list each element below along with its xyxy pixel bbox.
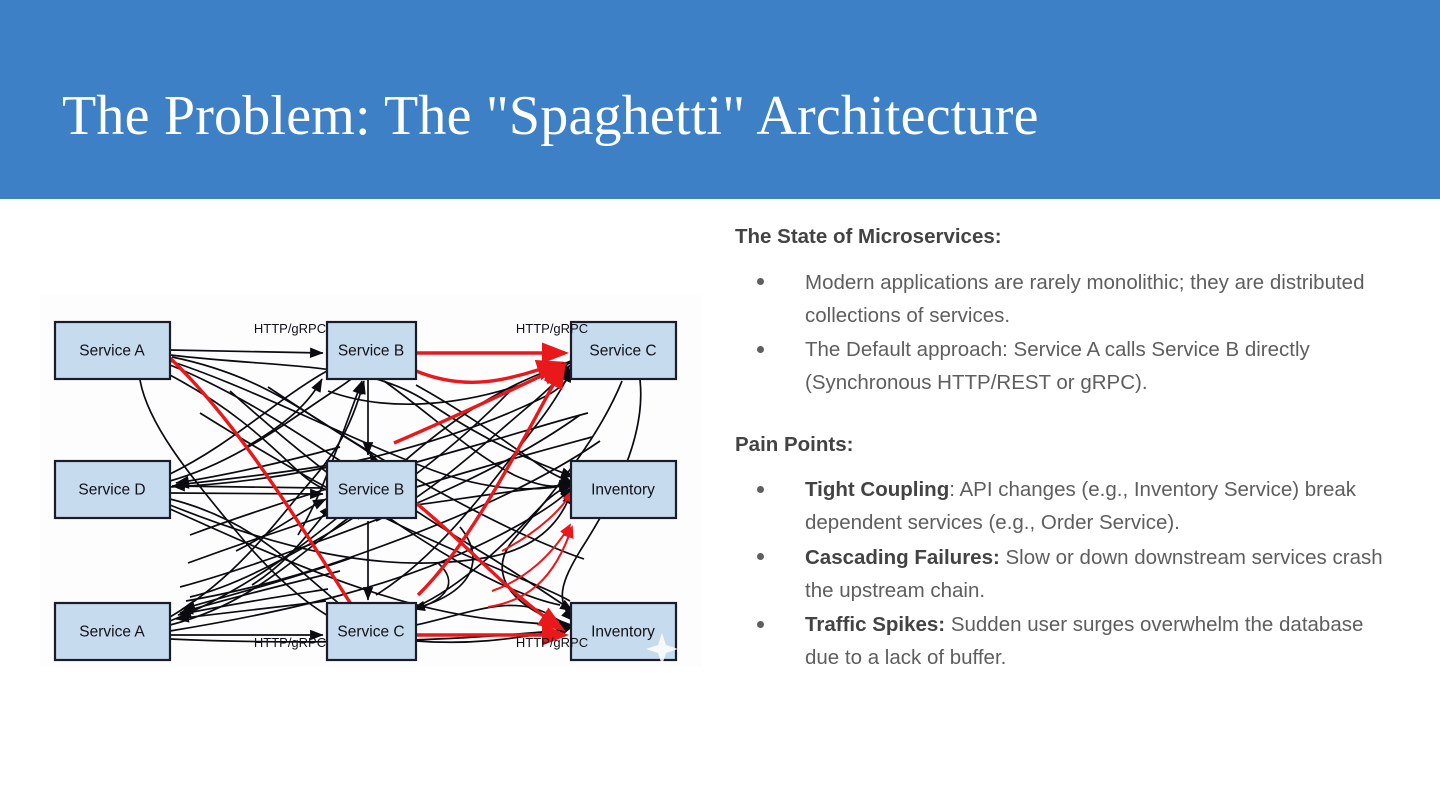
node-label: Service C: [589, 343, 656, 360]
node-service-c-top[interactable]: Service C: [569, 320, 678, 381]
node-service-a-top[interactable]: Service A: [53, 320, 172, 381]
list-item-text: : API changes (e.g., Inventory Service) …: [805, 478, 1357, 535]
node-label: Inventory: [591, 624, 655, 641]
node-inventory-mid[interactable]: Inventory: [569, 459, 678, 520]
bullet-dot-icon: [757, 345, 764, 353]
node-service-c-bottom[interactable]: Service C: [325, 601, 418, 662]
list-item-lead: Tight Coupling: [805, 478, 950, 502]
sparkle-icon: [646, 633, 678, 665]
page-title: The Problem: The "Spaghetti" Architectur…: [62, 85, 1039, 147]
section-heading-state-of-microservices: The State of Microservices:: [735, 225, 1002, 248]
spaghetti-diagram-svg: Service A Service B Service C Service D …: [40, 295, 702, 667]
list-item: Cascading Failures: Slow or down downstr…: [735, 541, 1395, 607]
edge-label-http-grpc: HTTP/gRPC: [516, 635, 588, 650]
node-service-b-mid[interactable]: Service B: [325, 459, 418, 520]
list-item-text: The Default approach: Service A calls Se…: [805, 338, 1310, 395]
node-label: Service B: [338, 482, 404, 499]
node-label: Service A: [79, 624, 145, 641]
edge-label-http-grpc: HTTP/gRPC: [516, 321, 588, 336]
diagram-edges-red: [168, 342, 574, 646]
bullet-dot-icon: [757, 553, 764, 561]
edge-label-http-grpc: HTTP/gRPC: [254, 635, 326, 650]
content-column: The State of Microservices: Modern appli…: [735, 222, 1395, 675]
list-item-lead: Traffic Spikes:: [805, 613, 946, 637]
node-label: Inventory: [591, 482, 655, 499]
node-label: Service D: [78, 482, 145, 499]
node-label: Service B: [338, 343, 404, 360]
list-item: Modern applications are rarely monolithi…: [735, 266, 1395, 332]
bullet-list-pain-points: Tight Coupling: API changes (e.g., Inven…: [735, 473, 1395, 674]
node-service-d-mid[interactable]: Service D: [53, 459, 172, 520]
edge-label-http-grpc: HTTP/gRPC: [254, 321, 326, 336]
node-service-a-bottom[interactable]: Service A: [53, 601, 172, 662]
list-item-text: Modern applications are rarely monolithi…: [805, 270, 1365, 327]
list-item-text: Sudden user surges overwhelm the databas…: [805, 613, 1364, 670]
list-item: Traffic Spikes: Sudden user surges overw…: [735, 608, 1395, 674]
title-header-band: [0, 0, 1440, 199]
node-label: Service A: [79, 343, 145, 360]
node-service-b-top[interactable]: Service B: [325, 320, 418, 381]
node-inventory-bottom[interactable]: Inventory: [569, 601, 678, 665]
bullet-dot-icon: [757, 278, 764, 286]
list-item-text: Slow or down downstream services crash t…: [805, 545, 1383, 602]
diagram-edge-labels: HTTP/gRPC HTTP/gRPC HTTP/gRPC HTTP/gRPC: [254, 321, 588, 650]
bullet-list-state-of-microservices: Modern applications are rarely monolithi…: [735, 266, 1395, 400]
list-item-lead: Cascading Failures:: [805, 545, 1000, 569]
diagram-nodes: Service A Service B Service C Service D …: [53, 320, 678, 665]
bullet-dot-icon: [757, 620, 764, 628]
list-item: Tight Coupling: API changes (e.g., Inven…: [735, 473, 1395, 539]
section-heading-pain-points: Pain Points:: [735, 432, 854, 456]
bullet-dot-icon: [757, 485, 764, 493]
node-label: Service C: [337, 624, 404, 641]
architecture-diagram-panel: Service A Service B Service C Service D …: [40, 295, 702, 667]
list-item: The Default approach: Service A calls Se…: [735, 333, 1395, 399]
